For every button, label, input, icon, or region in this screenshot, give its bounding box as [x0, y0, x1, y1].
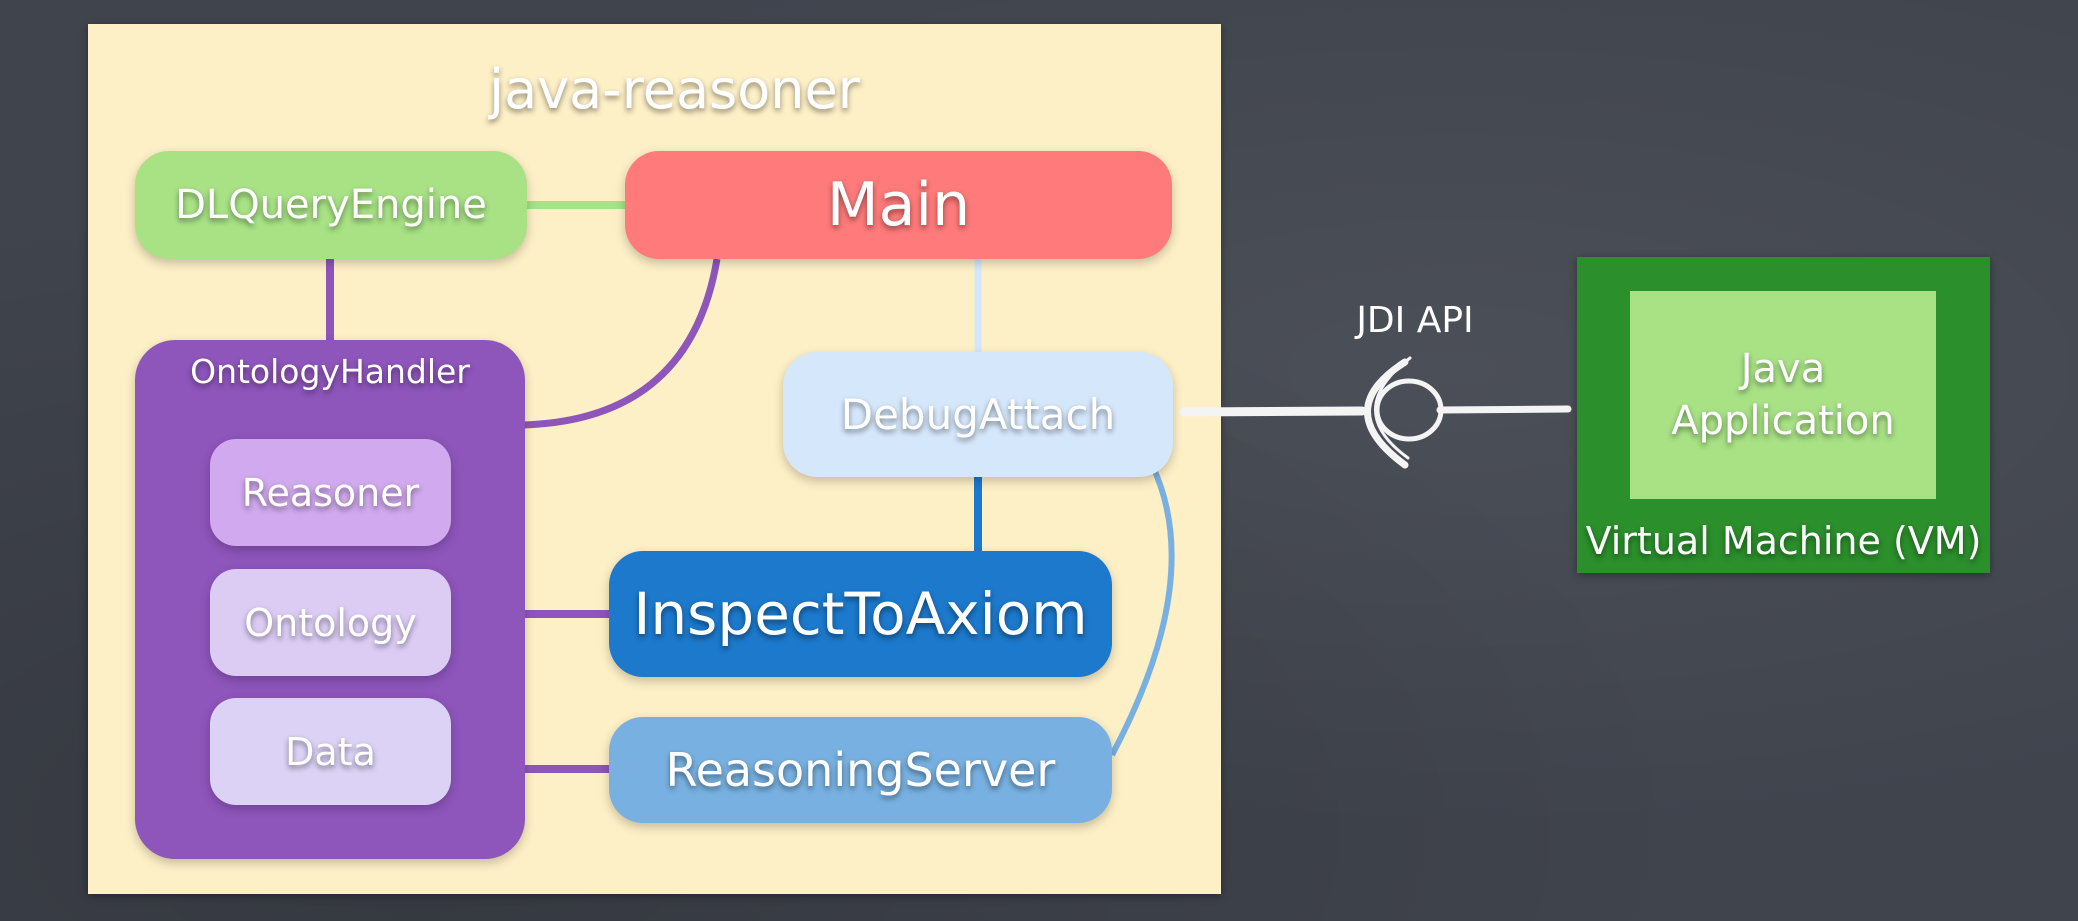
inspect-to-axiom-box: InspectToAxiom [609, 551, 1112, 677]
ontology-handler-box: OntologyHandler Reasoner Ontology Data [135, 340, 525, 859]
ontology-handler-label: OntologyHandler [190, 352, 470, 391]
reasoning-server-box: ReasoningServer [609, 717, 1112, 823]
java-application-line2: Application [1671, 398, 1895, 444]
data-box: Data [210, 698, 451, 805]
debug-attach-box: DebugAttach [783, 352, 1173, 477]
java-application-line1: Java [1740, 346, 1826, 392]
reasoner-box: Reasoner [210, 439, 451, 546]
connector-debugattach-reasoningserver [1109, 465, 1175, 757]
dlquery-engine-box: DLQueryEngine [135, 151, 527, 259]
main-box: Main [625, 151, 1172, 259]
ontology-box: Ontology [210, 569, 451, 676]
virtual-machine-box: Java Application Virtual Machine (VM) [1577, 257, 1990, 573]
java-application-box: Java Application [1630, 291, 1936, 499]
jdi-api-label: JDI API [1356, 300, 1474, 341]
jdi-connector [1179, 356, 1572, 469]
connector-main-ontologyhandler [522, 258, 721, 429]
panel-title: java-reasoner [489, 58, 860, 121]
virtual-machine-label: Virtual Machine (VM) [1585, 519, 1982, 563]
